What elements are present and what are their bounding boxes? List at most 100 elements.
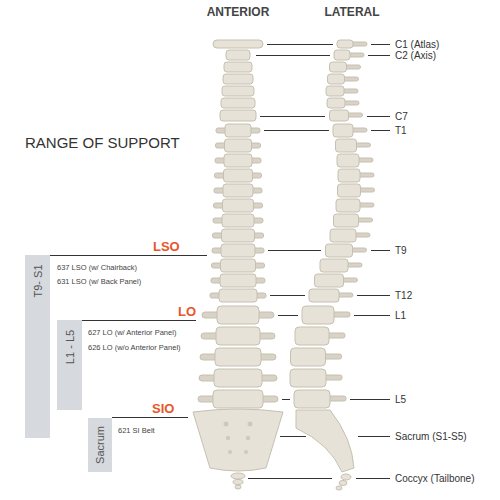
anterior-spine [221, 98, 255, 108]
anterior-spine [198, 128, 278, 402]
lateral-spine [336, 199, 360, 212]
anterior-spine [213, 40, 263, 48]
lateral-spine [328, 396, 346, 401]
anterior-spine [233, 480, 243, 485]
leader-line [350, 399, 390, 400]
leader-line [358, 436, 390, 437]
lateral-spine [334, 50, 350, 60]
anterior-spine [224, 422, 229, 427]
band-label: L1 - L5 [64, 330, 75, 364]
leader-line [371, 130, 390, 131]
lateral-spine [326, 244, 353, 257]
vertebra-label: C1 (Atlas) [395, 39, 439, 51]
anterior-spine [244, 450, 248, 454]
anterior-spine [217, 306, 259, 324]
lateral-spine [291, 348, 326, 366]
lateral-spine [338, 184, 361, 197]
anterior-spine [223, 184, 253, 197]
leader-line [264, 130, 329, 131]
anterior-spine [222, 214, 254, 227]
view-heading: ANTERIOR [207, 5, 270, 19]
lateral-spine [294, 390, 330, 408]
anterior-spine [220, 274, 256, 287]
brace-type: LSO [153, 239, 180, 255]
vertebra-label: T9 [395, 245, 407, 257]
lateral-spine [333, 124, 353, 137]
lateral-spine [328, 74, 345, 84]
vertebra-label: Sacrum (S1-S5) [395, 431, 467, 443]
vertebra-label: L5 [395, 394, 406, 406]
vertebra-label: C2 (Axis) [395, 50, 436, 62]
leader-line [248, 45, 390, 479]
lateral-spine [302, 306, 334, 324]
vertebra-label: T12 [395, 290, 412, 302]
leader-line [256, 55, 330, 56]
lateral-spine [337, 154, 359, 167]
range-band: T9- S1 [25, 255, 50, 438]
anterior-spine [222, 229, 255, 242]
product-label: 637 LSO (w/ Chairback) [57, 263, 137, 272]
range-line [112, 417, 188, 418]
product-label: 631 LSO (w/ Back Panel) [57, 277, 141, 286]
lateral-spine [336, 139, 357, 152]
anterior-spine [235, 485, 241, 489]
leader-line [260, 116, 325, 117]
vertebra-label: T1 [395, 125, 407, 137]
range-band: Sacrum [88, 418, 112, 472]
product-label: 626 LO (w/o Anterior Panel) [88, 343, 181, 352]
lateral-spine [295, 327, 329, 345]
lateral-spine [327, 333, 345, 338]
leader-line [354, 315, 390, 316]
anterior-spine [225, 124, 251, 137]
lateral-spine [337, 40, 353, 48]
lateral-spine [330, 62, 347, 72]
leader-line [270, 295, 305, 296]
product-label: 627 LO (w/ Anterior Panel) [88, 328, 176, 337]
anterior-spine [248, 422, 253, 427]
anterior-spine [225, 139, 252, 152]
anterior-spine [193, 40, 283, 489]
anterior-spine [215, 348, 261, 366]
lateral-spine [339, 481, 347, 486]
anterior-spine [246, 436, 250, 440]
lateral-spine [336, 486, 342, 490]
anterior-spine [222, 86, 254, 96]
lateral-spine [341, 474, 351, 480]
anterior-spine [224, 422, 253, 455]
anterior-spine [193, 409, 283, 471]
diagram-title: RANGE OF SUPPORT [25, 134, 180, 152]
anterior-spine [224, 169, 253, 182]
view-heading: LATERAL [324, 5, 379, 19]
leader-line [371, 250, 390, 251]
leader-line [267, 44, 333, 45]
leader-line [282, 399, 290, 400]
lateral-spine [330, 229, 356, 242]
lateral-spine [320, 259, 348, 272]
anterior-spine [224, 62, 252, 72]
range-line [50, 256, 207, 418]
brace-type: LO [178, 304, 196, 320]
range-line [50, 255, 207, 256]
lateral-spine [290, 40, 375, 490]
lateral-spine [324, 42, 375, 401]
lateral-spine [332, 312, 350, 317]
lateral-spine [296, 410, 354, 472]
leader-line [371, 44, 390, 45]
range-band: L1 - L5 [57, 320, 82, 410]
lateral-spine [290, 369, 326, 387]
anterior-spine [221, 259, 256, 272]
range-line [82, 320, 196, 321]
anterior-spine [224, 154, 252, 167]
vertebra-label: Coccyx (Tailbone) [395, 473, 474, 485]
lateral-spine [327, 98, 345, 108]
anterior-spine [220, 110, 256, 121]
product-label: 621 SI Belt [118, 426, 155, 435]
anterior-spine [223, 74, 253, 84]
anterior-spine [226, 436, 230, 440]
anterior-spine [226, 50, 250, 60]
band-label: T9- S1 [32, 264, 43, 297]
brace-type: SIO [152, 401, 174, 417]
anterior-spine [228, 450, 232, 454]
lateral-spine [326, 86, 344, 96]
lateral-spine [324, 375, 342, 380]
